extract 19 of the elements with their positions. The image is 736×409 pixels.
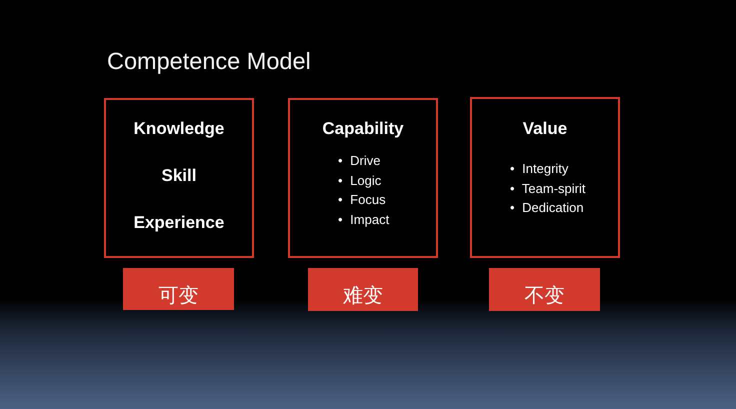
list-item: • Focus: [338, 191, 386, 209]
box-heading: Knowledge: [134, 119, 224, 139]
level-tag: 不变: [489, 268, 600, 311]
box-heading: Capability: [322, 119, 404, 139]
category-box: [470, 97, 620, 258]
box-heading: Value: [522, 119, 568, 139]
level-tag: 难变: [308, 268, 418, 311]
list-item: • Logic: [338, 172, 382, 190]
level-tag: 可变: [123, 268, 234, 310]
list-item: • Drive: [338, 152, 380, 170]
box-heading: Experience: [134, 213, 224, 233]
list-item: • Dedication: [510, 199, 584, 217]
category-box: [288, 98, 438, 258]
slide-title: Competence Model: [107, 47, 311, 75]
list-item: • Team-spirit: [510, 180, 586, 198]
list-item: • Impact: [338, 210, 390, 229]
list-item: • Integrity: [510, 160, 568, 178]
category-box: [104, 98, 254, 258]
box-heading: Skill: [162, 166, 196, 186]
